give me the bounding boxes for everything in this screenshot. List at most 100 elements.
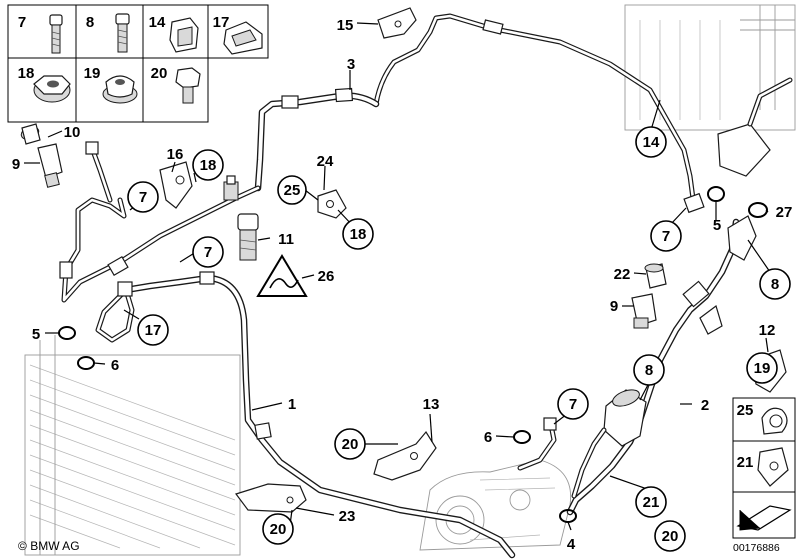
- label-4: 4: [567, 536, 576, 553]
- o-ring-5b-icon: [707, 186, 725, 202]
- legend-label-17: 17: [213, 14, 230, 31]
- callout-7-bottom: 7: [557, 388, 589, 420]
- label-9-right: 9: [610, 298, 618, 315]
- label-26: 26: [318, 268, 335, 285]
- expansion-valve-icon: [717, 77, 793, 177]
- legend-label-18: 18: [18, 65, 35, 82]
- condenser-ghost: [24, 335, 241, 556]
- drawing-number: 00176886: [733, 542, 780, 554]
- cap-22-icon: [644, 263, 667, 289]
- callout-19: 19: [746, 352, 778, 384]
- callout-20-mid: 20: [334, 428, 366, 460]
- label-6-right: 6: [484, 429, 492, 446]
- label-22: 22: [614, 266, 631, 283]
- label-15: 15: [337, 17, 354, 34]
- switch-16-icon: [223, 175, 239, 201]
- svg-text:7: 7: [204, 244, 212, 261]
- pipe-end-fitting: [85, 141, 113, 203]
- svg-text:21: 21: [643, 494, 660, 511]
- callout-18-top: 18: [192, 149, 224, 181]
- brand-name: BMW AG: [30, 539, 80, 553]
- pipe-16-section: [59, 185, 261, 303]
- svg-text:19: 19: [754, 360, 771, 377]
- fitting-upper-right: [699, 215, 757, 335]
- callout-18-mid: 18: [342, 218, 374, 250]
- hose-21-section: [571, 427, 607, 499]
- bracket-21-icon: [757, 447, 789, 487]
- label-2: 2: [701, 397, 709, 414]
- callout-21: 21: [635, 486, 667, 518]
- nut-18-icon: [33, 75, 71, 103]
- svg-text:20: 20: [342, 436, 359, 453]
- label-16: 16: [167, 146, 184, 163]
- valve-9-icon: [37, 143, 63, 188]
- label-1: 1: [288, 396, 296, 413]
- callout-20-right: 20: [654, 520, 686, 552]
- svg-text:7: 7: [569, 396, 577, 413]
- clip-14-icon: [169, 17, 199, 53]
- pipe-compressor-inlet: [517, 417, 557, 471]
- nut-19-icon: [102, 75, 138, 104]
- callout-20-lower: 20: [262, 513, 294, 545]
- o-ring-27-icon: [748, 202, 768, 218]
- legend-label-21: 21: [737, 454, 754, 471]
- svg-text:20: 20: [270, 521, 287, 538]
- legend-label-19: 19: [84, 65, 101, 82]
- svg-text:17: 17: [145, 322, 162, 339]
- svg-text:25: 25: [284, 182, 301, 199]
- label-10: 10: [64, 124, 81, 141]
- svg-text:18: 18: [200, 157, 217, 174]
- label-24: 24: [317, 153, 334, 170]
- label-13: 13: [423, 396, 440, 413]
- callout-8-right: 8: [759, 268, 791, 300]
- legend-label-8: 8: [86, 14, 94, 31]
- hose-1: [122, 271, 516, 559]
- svg-text:20: 20: [662, 528, 679, 545]
- svg-text:7: 7: [139, 189, 147, 206]
- legend-label-7: 7: [18, 14, 26, 31]
- label-27: 27: [776, 204, 793, 221]
- label-23: 23: [339, 508, 356, 525]
- label-3: 3: [347, 56, 355, 73]
- svg-text:8: 8: [771, 276, 779, 293]
- bolt-8-icon: [115, 13, 130, 53]
- hose-17-loop: [95, 281, 135, 343]
- callout-17: 17: [137, 314, 169, 346]
- svg-text:7: 7: [662, 228, 670, 245]
- callout-8-mid: 8: [633, 354, 665, 386]
- callout-14: 14: [635, 126, 667, 158]
- label-6-left: 6: [111, 357, 119, 374]
- callout-25: 25: [277, 175, 307, 205]
- label-5-left: 5: [32, 326, 40, 343]
- o-ring-6a-icon: [77, 356, 95, 370]
- clip-17-icon: [223, 21, 263, 55]
- callout-7-left: 7: [127, 181, 159, 213]
- label-12: 12: [759, 322, 776, 339]
- circled-callouts: 18 7 7 17 25 18 14 7: [127, 126, 791, 552]
- callout-7-mid: 7: [192, 236, 224, 268]
- hose-3: [254, 87, 380, 192]
- pressure-sensor-11-icon: [237, 213, 259, 261]
- bolt-20-icon: [175, 67, 201, 104]
- valve-9b-icon: [631, 293, 657, 329]
- bracket-23-icon: [235, 483, 307, 513]
- o-ring-5a-icon: [58, 326, 76, 340]
- bracket-16-icon: [159, 161, 193, 209]
- svg-text:18: 18: [350, 226, 367, 243]
- svg-text:8: 8: [645, 362, 653, 379]
- callout-7-right: 7: [650, 220, 682, 252]
- bracket-15-icon: [377, 7, 417, 39]
- cap-10-icon: [20, 123, 41, 145]
- clamp-25-icon: [761, 407, 788, 435]
- pipe-14: [373, 13, 705, 214]
- legend-label-25: 25: [737, 402, 754, 419]
- label-5-right: 5: [713, 217, 721, 234]
- bracket-13-icon: [373, 430, 437, 481]
- bolt-7-icon: [49, 14, 63, 54]
- muffler-8: [603, 389, 647, 447]
- label-9-left: 9: [12, 156, 20, 173]
- callout-labels: 7 8 14 17 18 19 20 10 9 16 24 3 15 11 26…: [12, 14, 793, 553]
- svg-text:14: 14: [643, 134, 660, 151]
